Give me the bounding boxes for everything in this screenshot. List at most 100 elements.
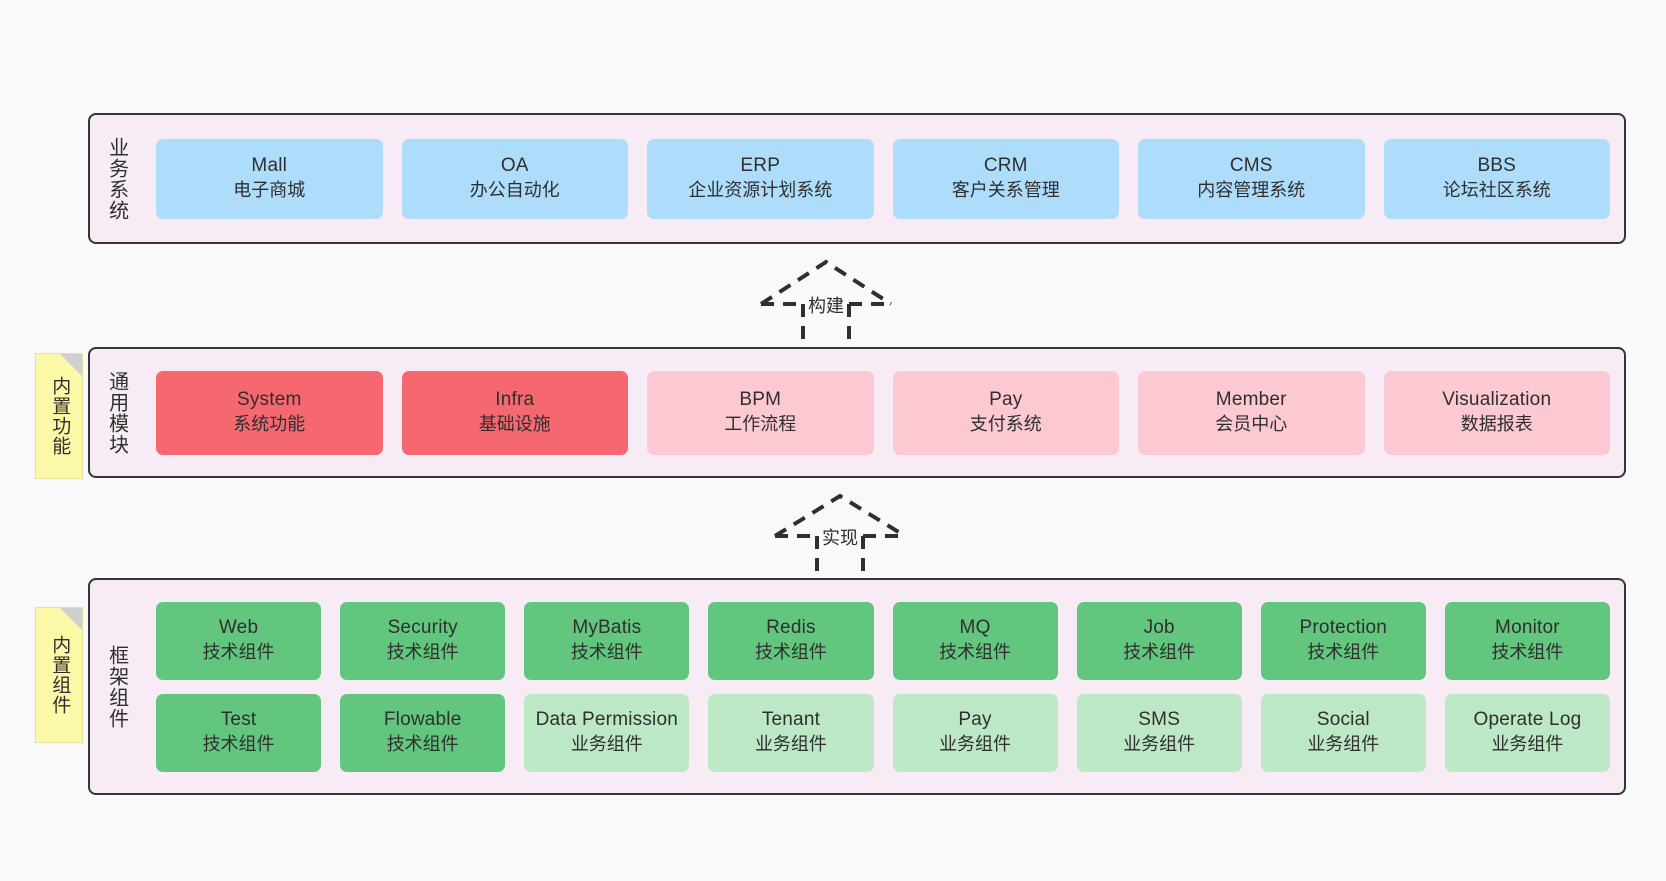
card-title-cn: 技术组件 [1491, 642, 1564, 663]
card-pay[interactable]: Pay 支付系统 [892, 370, 1119, 455]
layer-business-system: 业务系统 Mall 电子商城 OA 办公自动化 ERP 企业资源计划系统 CRM… [88, 113, 1626, 244]
card-title-cn: 业务组件 [1491, 734, 1564, 755]
card-visualization[interactable]: Visualization 数据报表 [1383, 370, 1610, 455]
layer-title-common-module: 通用模块 [105, 370, 128, 455]
layer-title-framework-component: 框架组件 [105, 644, 128, 729]
card-title-cn: 技术组件 [202, 734, 275, 755]
card-tenant[interactable]: Tenant 业务组件 [708, 693, 874, 772]
card-mybatis[interactable]: MyBatis 技术组件 [524, 601, 690, 680]
sticky-note-label: 内置组件 [49, 635, 71, 715]
card-title-en: Job [1143, 617, 1175, 639]
card-title-en: Infra [495, 389, 535, 411]
connector-label-build: 构建 [808, 296, 844, 316]
card-row: Mall 电子商城 OA 办公自动化 ERP 企业资源计划系统 CRM 客户关系… [156, 138, 1610, 219]
layer-framework-component: 框架组件 Web 技术组件 Security 技术组件 MyBatis 技术组件… [88, 578, 1626, 795]
card-test[interactable]: Test 技术组件 [156, 693, 322, 772]
card-job[interactable]: Job 技术组件 [1076, 601, 1242, 680]
card-title-cn: 工作流程 [724, 414, 797, 435]
card-erp[interactable]: ERP 企业资源计划系统 [647, 138, 874, 219]
build-arrow-icon [759, 259, 893, 350]
connector-build: 构建 [756, 258, 906, 350]
sticky-note-label: 内置功能 [49, 376, 71, 456]
card-title-cn: 会员中心 [1215, 414, 1288, 435]
card-title-cn: 业务组件 [1307, 734, 1380, 755]
card-member[interactable]: Member 会员中心 [1138, 370, 1365, 455]
card-title-cn: 电子商城 [233, 180, 306, 201]
card-mall[interactable]: Mall 电子商城 [156, 138, 383, 219]
card-title-en: MyBatis [572, 617, 642, 639]
card-title-cn: 系统功能 [233, 414, 306, 435]
sticky-note-builtin-feature: 内置功能 [35, 353, 83, 479]
card-title-en: ERP [740, 155, 781, 177]
card-web[interactable]: Web 技术组件 [156, 601, 322, 680]
card-title-en: Protection [1299, 617, 1388, 639]
card-title-en: Flowable [383, 709, 462, 731]
layer-title-business-system: 业务系统 [105, 136, 128, 221]
layer-body-common-module: System 系统功能 Infra 基础设施 BPM 工作流程 Pay 支付系统… [142, 349, 1624, 476]
card-title-en: Security [387, 617, 458, 639]
card-operate-log[interactable]: Operate Log 业务组件 [1444, 693, 1610, 772]
card-title-en: Monitor [1495, 617, 1560, 639]
card-mq[interactable]: MQ 技术组件 [892, 601, 1058, 680]
card-redis[interactable]: Redis 技术组件 [708, 601, 874, 680]
card-title-cn: 客户关系管理 [951, 180, 1060, 201]
card-title-en: SMS [1138, 709, 1181, 731]
card-monitor[interactable]: Monitor 技术组件 [1444, 601, 1610, 680]
card-title-en: System [236, 389, 302, 411]
implement-arrow-icon [773, 493, 907, 578]
card-title-cn: 技术组件 [939, 642, 1012, 663]
card-title-cn: 技术组件 [1123, 642, 1196, 663]
card-title-en: MQ [959, 617, 991, 639]
fold-corner-icon [60, 608, 82, 630]
layer-body-business-system: Mall 电子商城 OA 办公自动化 ERP 企业资源计划系统 CRM 客户关系… [142, 115, 1624, 242]
card-infra[interactable]: Infra 基础设施 [401, 370, 628, 455]
card-title-en: BPM [739, 389, 782, 411]
card-row: System 系统功能 Infra 基础设施 BPM 工作流程 Pay 支付系统… [156, 370, 1610, 455]
card-title-cn: 技术组件 [386, 734, 459, 755]
card-title-cn: 技术组件 [202, 642, 275, 663]
card-cms[interactable]: CMS 内容管理系统 [1138, 138, 1365, 219]
card-crm[interactable]: CRM 客户关系管理 [892, 138, 1119, 219]
card-title-cn: 技术组件 [386, 642, 459, 663]
card-pay-business[interactable]: Pay 业务组件 [892, 693, 1058, 772]
card-flowable[interactable]: Flowable 技术组件 [340, 693, 506, 772]
card-title-cn: 业务组件 [754, 734, 827, 755]
card-data-permission[interactable]: Data Permission 业务组件 [524, 693, 690, 772]
card-title-cn: 技术组件 [754, 642, 827, 663]
card-title-cn: 数据报表 [1460, 414, 1533, 435]
card-title-en: OA [500, 155, 529, 177]
card-title-en: Pay [958, 709, 992, 731]
card-title-en: CMS [1229, 155, 1273, 177]
card-bbs[interactable]: BBS 论坛社区系统 [1383, 138, 1610, 219]
card-protection[interactable]: Protection 技术组件 [1260, 601, 1426, 680]
card-title-en: Web [218, 617, 259, 639]
card-title-en: Test [220, 709, 257, 731]
card-sms[interactable]: SMS 业务组件 [1076, 693, 1242, 772]
card-title-cn: 业务组件 [939, 734, 1012, 755]
card-title-en: Data Permission [535, 709, 678, 731]
card-title-en: Tenant [761, 709, 821, 731]
card-title-cn: 技术组件 [570, 642, 643, 663]
card-title-en: Pay [989, 389, 1023, 411]
card-title-cn: 业务组件 [1123, 734, 1196, 755]
fold-corner-icon [60, 354, 82, 376]
card-title-cn: 基础设施 [478, 414, 551, 435]
card-title-en: Redis [766, 617, 816, 639]
card-system[interactable]: System 系统功能 [156, 370, 383, 455]
layer-common-module: 通用模块 System 系统功能 Infra 基础设施 BPM 工作流程 Pay… [88, 347, 1626, 478]
card-security[interactable]: Security 技术组件 [340, 601, 506, 680]
card-title-cn: 办公自动化 [469, 180, 560, 201]
card-title-cn: 内容管理系统 [1197, 180, 1306, 201]
card-social[interactable]: Social 业务组件 [1260, 693, 1426, 772]
card-row: Test 技术组件 Flowable 技术组件 Data Permission … [156, 693, 1610, 772]
card-title-cn: 技术组件 [1307, 642, 1380, 663]
card-bpm[interactable]: BPM 工作流程 [647, 370, 874, 455]
card-row: Web 技术组件 Security 技术组件 MyBatis 技术组件 Redi… [156, 601, 1610, 680]
card-oa[interactable]: OA 办公自动化 [401, 138, 628, 219]
card-title-en: CRM [983, 155, 1028, 177]
card-title-cn: 业务组件 [570, 734, 643, 755]
card-title-en: Member [1215, 389, 1287, 411]
card-title-cn: 支付系统 [969, 414, 1042, 435]
card-title-en: Operate Log [1473, 709, 1582, 731]
